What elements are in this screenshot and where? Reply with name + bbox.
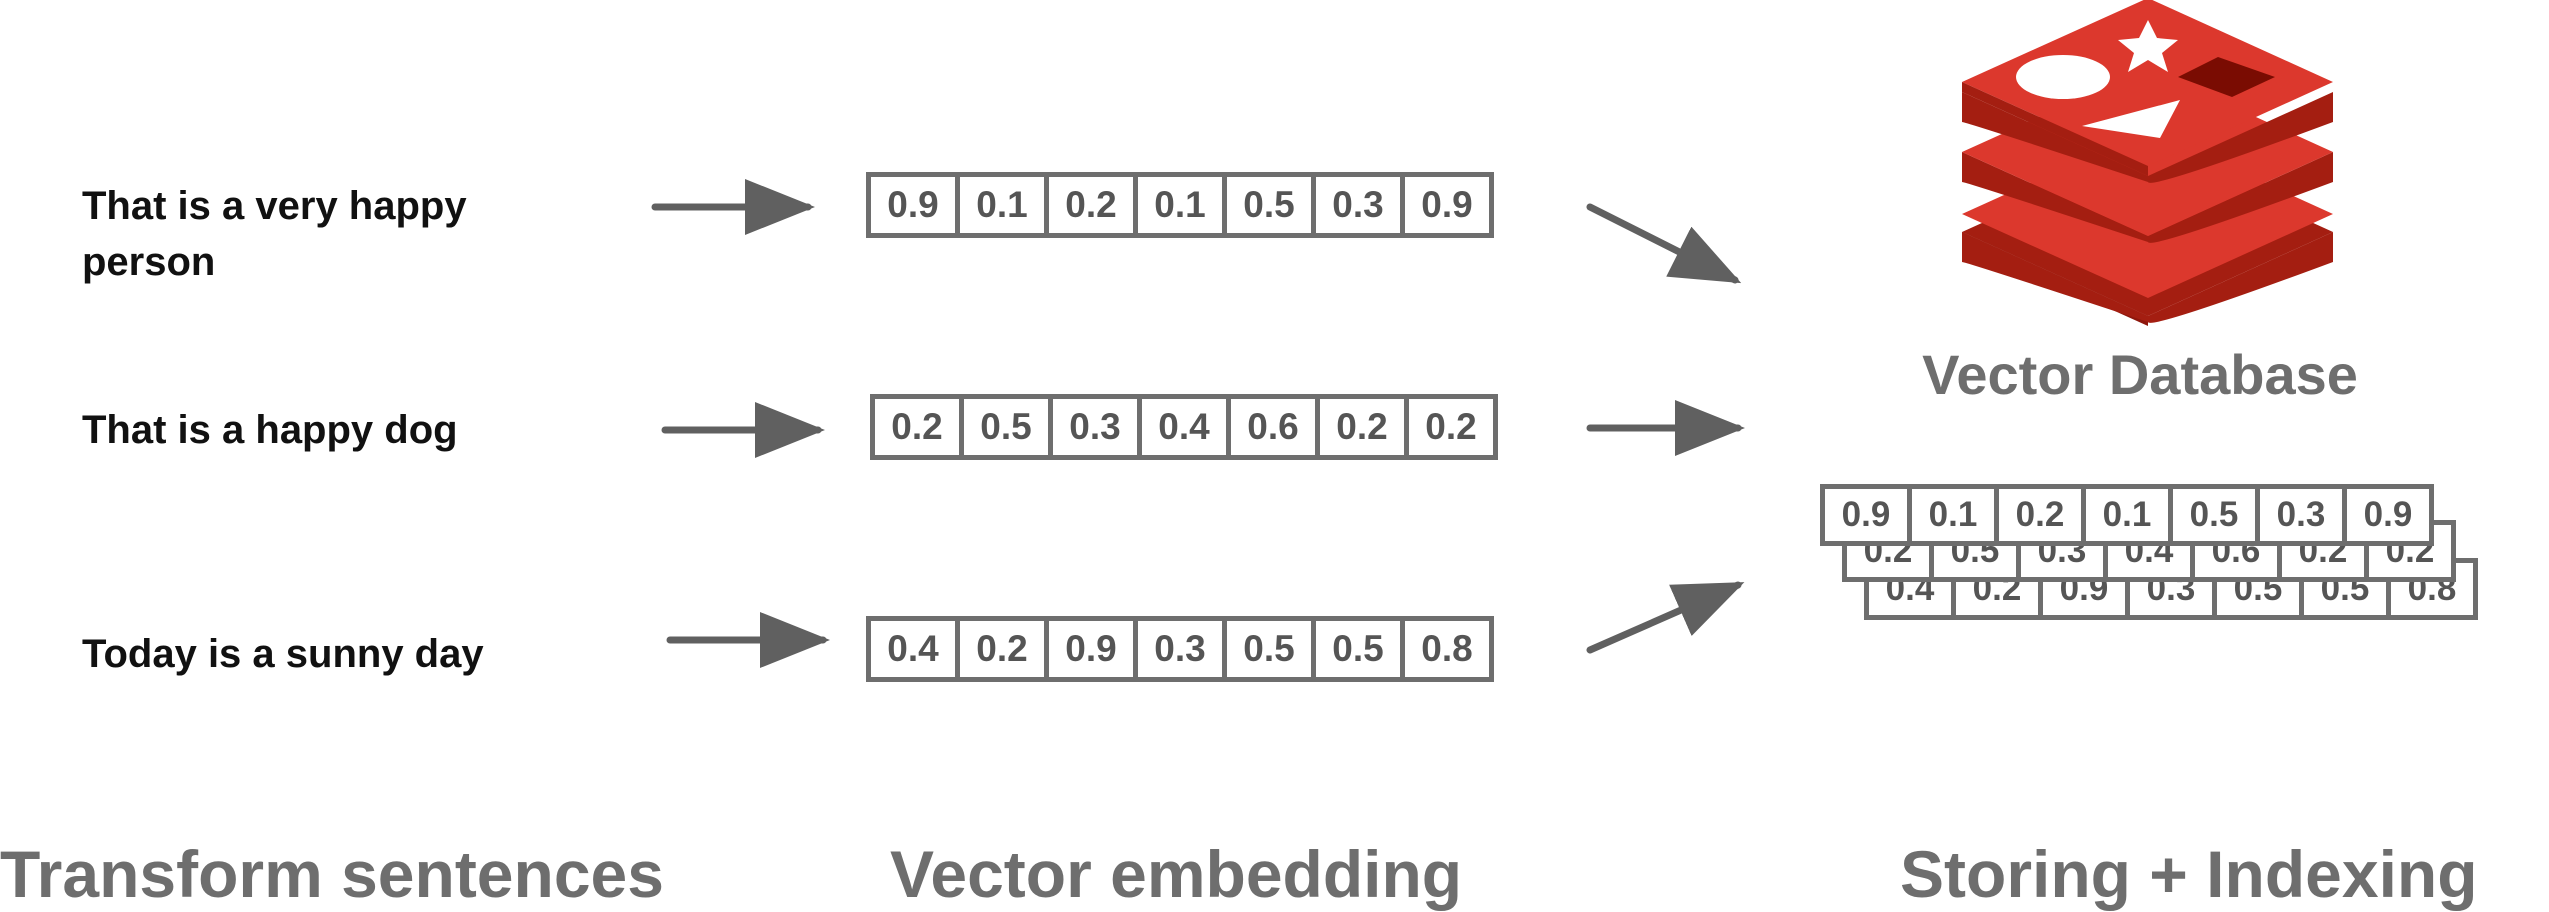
vector-cell: 0.6 [1226, 399, 1315, 455]
vector-cell: 0.8 [1400, 621, 1489, 677]
triangle-shape-icon [2082, 100, 2180, 138]
vector-cell: 0.5 [2168, 489, 2255, 541]
vector-cell: 0.2 [891, 406, 943, 447]
vector-cell: 0.9 [2342, 489, 2429, 541]
vector-cell: 0.5 [1222, 621, 1311, 677]
sentence-3: Today is a sunny day [82, 632, 484, 676]
vector-cell: 0.3 [1048, 399, 1137, 455]
star-shape-icon [2118, 20, 2178, 72]
arrow-vector-3 [1586, 581, 1745, 654]
arrow-vector-1 [1586, 203, 1742, 284]
vector-cell: 0.1 [1907, 489, 1994, 541]
vector-cell: 0.2 [1044, 177, 1133, 233]
vector-cell: 0.9 [887, 184, 939, 225]
vector-cell: 0.9 [1841, 495, 1891, 534]
vector-cell: 0.2 [1994, 489, 2081, 541]
vector-cell: 0.4 [887, 628, 939, 669]
vector-cell: 0.1 [955, 177, 1044, 233]
vector-cell: 0.4 [1137, 399, 1226, 455]
caption-storing: Storing + Indexing [1900, 837, 2478, 911]
sentence-2: That is a happy dog [82, 408, 458, 452]
vector-cell: 0.9 [1044, 621, 1133, 677]
vector-cell: 0.3 [2255, 489, 2342, 541]
vector-database-label: Vector Database [1922, 343, 2358, 406]
square-hole-icon [2178, 57, 2275, 97]
vector-cell: 0.3 [1311, 177, 1400, 233]
vector-cell: 0.3 [1133, 621, 1222, 677]
db-layer-top [1962, 0, 2333, 183]
vector-cell: 0.1 [1133, 177, 1222, 233]
vector-cell: 0.9 [1400, 177, 1489, 233]
sentence-1: That is a very happy person [82, 184, 467, 284]
caption-transform: Transform sentences [0, 837, 664, 911]
vector-cell: 0.2 [955, 621, 1044, 677]
caption-embedding: Vector embedding [890, 837, 1463, 911]
vector-cell: 0.2 [1315, 399, 1404, 455]
vector-cell: 0.2 [1404, 399, 1493, 455]
vector-cell: 0.5 [1311, 621, 1400, 677]
vector-cell: 0.5 [959, 399, 1048, 455]
vector-cell: 0.1 [2081, 489, 2168, 541]
vector-cell: 0.5 [1222, 177, 1311, 233]
ellipse-shape-icon [2016, 55, 2110, 99]
